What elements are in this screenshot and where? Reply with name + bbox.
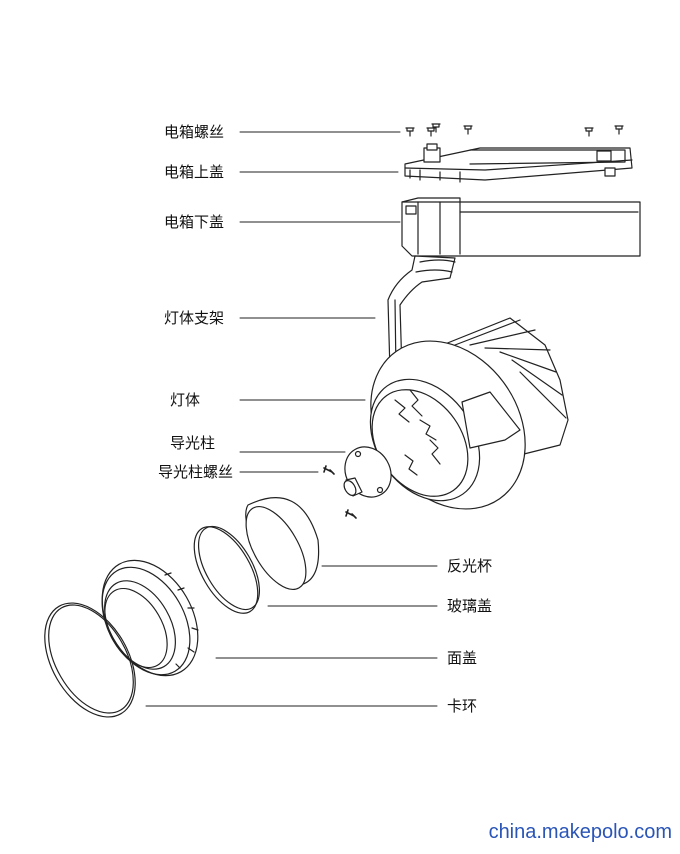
label-lamp-body: 灯体 xyxy=(170,391,201,409)
label-box-top-cover: 电箱上盖 xyxy=(164,163,225,181)
label-snap-ring: 卡环 xyxy=(447,697,478,715)
label-light-guide-post: 导光柱 xyxy=(170,434,216,452)
reflector-cup xyxy=(245,497,320,590)
label-face-cover: 面盖 xyxy=(447,649,478,667)
glass-cover xyxy=(193,525,261,614)
label-box-screws: 电箱螺丝 xyxy=(164,123,225,141)
label-box-bottom-cover: 电箱下盖 xyxy=(164,213,225,231)
lamp-body xyxy=(369,317,569,510)
light-guide-screws xyxy=(323,465,357,519)
label-glass-cover: 玻璃盖 xyxy=(447,597,493,615)
box-top-cover xyxy=(404,143,633,183)
light-guide-post xyxy=(343,446,392,498)
box-screws xyxy=(405,123,624,137)
watermark: china.makepolo.com xyxy=(488,821,672,843)
snap-ring xyxy=(44,602,136,718)
label-body-bracket: 灯体支架 xyxy=(164,309,225,327)
box-bottom-cover xyxy=(401,197,641,257)
leader-lines xyxy=(145,131,438,707)
label-reflector-cup: 反光杯 xyxy=(447,557,493,575)
label-light-guide-post-screws: 导光柱螺丝 xyxy=(158,463,234,481)
